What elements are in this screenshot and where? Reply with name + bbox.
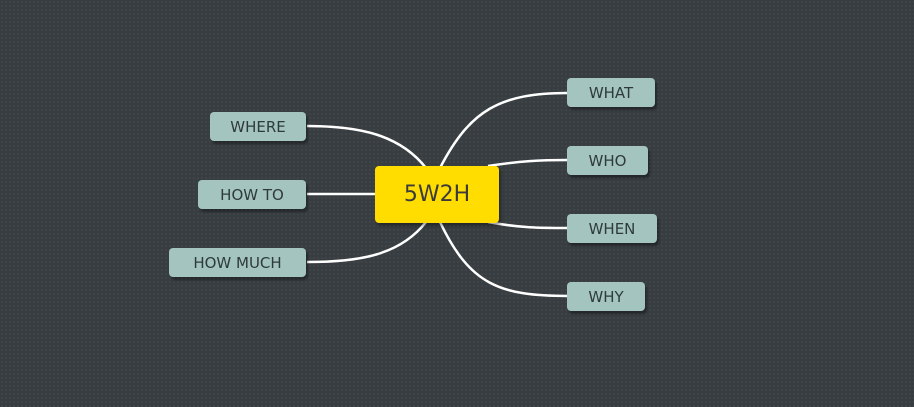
connector-what bbox=[438, 91, 569, 169]
topic-when[interactable]: WHEN bbox=[567, 214, 657, 243]
topic-how-to[interactable]: HOW TO bbox=[198, 180, 306, 209]
topic-what[interactable]: WHAT bbox=[567, 78, 655, 107]
connector-where bbox=[306, 124, 427, 169]
connector-who bbox=[487, 158, 569, 168]
connector-how-much bbox=[306, 221, 427, 264]
topic-where[interactable]: WHERE bbox=[210, 112, 306, 141]
central-topic[interactable]: 5W2H bbox=[375, 166, 499, 223]
topic-how-much[interactable]: HOW MUCH bbox=[169, 248, 306, 277]
connector-why bbox=[438, 221, 569, 298]
topic-why[interactable]: WHY bbox=[567, 282, 645, 311]
connector-when bbox=[487, 220, 569, 230]
topic-who[interactable]: WHO bbox=[567, 146, 648, 175]
